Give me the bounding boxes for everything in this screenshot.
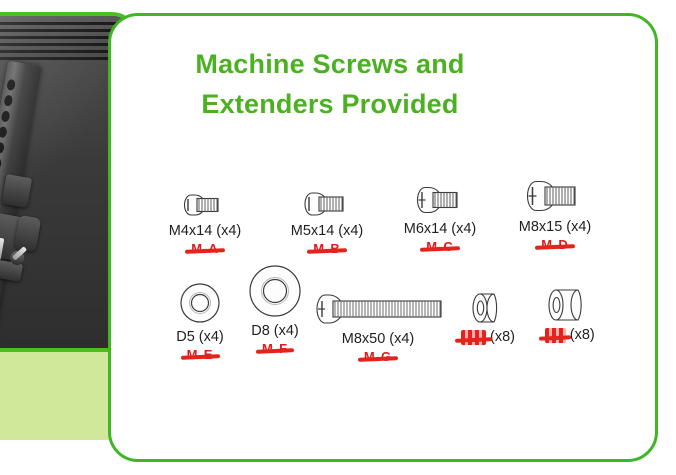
part-spacer-long: ​ (x8) bbox=[520, 280, 620, 343]
spacer-short-annotation-row: ​ (x8) bbox=[443, 329, 533, 345]
part-quantity: (x8) bbox=[569, 327, 595, 343]
part-label: M4x14 (x4) bbox=[168, 223, 242, 239]
title-line-2: Extenders Provided bbox=[201, 89, 459, 119]
part-quantity: (x8) bbox=[490, 329, 516, 345]
part-d5-washer: D5 (x4) M-E bbox=[150, 278, 250, 364]
part-code-annotation: M-C bbox=[426, 239, 454, 254]
part-spacer-short: ​ (x8) bbox=[443, 282, 533, 345]
part-label: M6x14 (x4) bbox=[403, 221, 477, 237]
part-code-annotation: M-A bbox=[191, 241, 219, 256]
part-m4x14: M4x14 (x4) M-A bbox=[150, 172, 260, 258]
pan-head-screw-icon bbox=[150, 172, 260, 218]
part-m6x14: M6x14 (x4) M-C bbox=[385, 170, 495, 256]
part-label: M8x15 (x4) bbox=[518, 219, 592, 235]
part-label: D8 (x4) bbox=[251, 323, 299, 339]
part-code-annotation: ​ bbox=[460, 330, 487, 345]
part-code-annotation: M-G bbox=[363, 349, 393, 364]
page-title: Machine Screws and Extenders Provided bbox=[120, 44, 540, 124]
flat-washer-icon bbox=[225, 265, 325, 318]
part-label: M8x50 (x4) bbox=[341, 331, 415, 347]
pan-head-screw-icon bbox=[385, 170, 495, 216]
part-code-annotation: M-B bbox=[313, 241, 341, 256]
part-m5x14: M5x14 (x4) M-B bbox=[272, 172, 382, 258]
spacer-long-annotation-row: ​ (x8) bbox=[520, 327, 620, 343]
spacer-short-icon bbox=[443, 282, 533, 328]
spacer-long-icon bbox=[520, 280, 620, 326]
part-code-annotation: M-D bbox=[541, 237, 569, 252]
part-d8-washer: D8 (x4) M-F bbox=[225, 265, 325, 358]
part-label: M5x14 (x4) bbox=[290, 223, 364, 239]
part-code-annotation: M-E bbox=[186, 347, 214, 362]
part-m8x15: M8x15 (x4) M-D bbox=[496, 168, 614, 254]
part-code-annotation: ​ bbox=[545, 328, 566, 343]
part-label: D5 (x4) bbox=[176, 329, 224, 345]
title-line-1: Machine Screws and bbox=[195, 49, 465, 79]
part-m8x50-bolt: M8x50 (x4) M-G bbox=[303, 280, 453, 366]
long-bolt-icon bbox=[303, 280, 453, 326]
flat-washer-icon bbox=[150, 278, 250, 324]
pan-head-screw-icon bbox=[272, 172, 382, 218]
part-code-annotation: M-F bbox=[261, 341, 289, 356]
pan-head-screw-icon bbox=[496, 168, 614, 214]
